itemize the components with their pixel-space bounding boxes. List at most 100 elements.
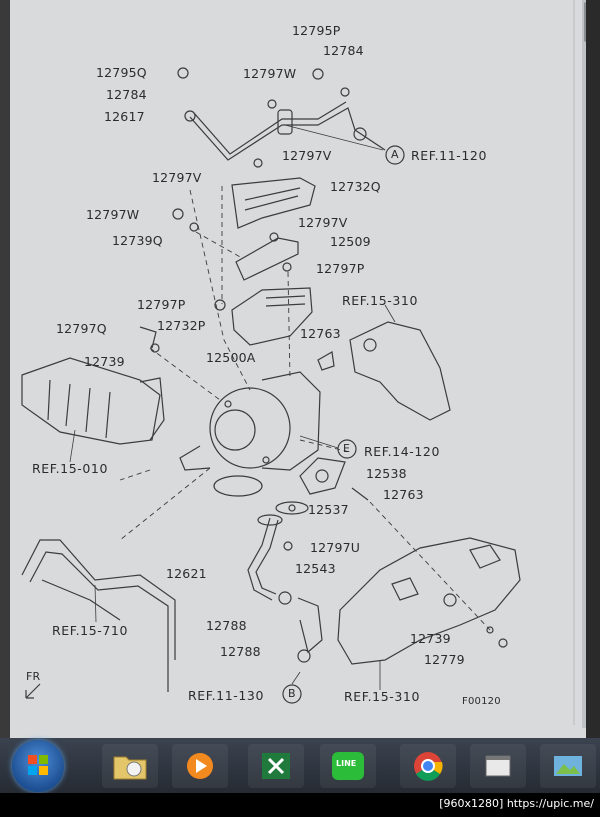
label-12621: 12621 [166, 566, 207, 581]
front-arrow-icon [25, 683, 41, 699]
taskbar-image-app[interactable] [540, 744, 596, 788]
bolt-12797V [253, 158, 263, 168]
label-12797P-b: 12797P [137, 297, 186, 312]
monitor-bezel-right [586, 0, 600, 740]
label-12797P-a: 12797P [316, 261, 365, 276]
label-12779: 12779 [424, 652, 465, 667]
turbo-bolt-2 [262, 456, 270, 464]
dash-line-5 [119, 467, 211, 541]
dash-line-4 [149, 347, 221, 401]
intake-elbow [139, 377, 165, 441]
marker-e-circle [337, 439, 357, 459]
oil-feed-pipe-inner [193, 101, 347, 155]
leader-e [299, 435, 339, 449]
intake-hose [21, 357, 161, 445]
leader-ref-010 [69, 429, 76, 463]
taskbar-window[interactable] [470, 744, 526, 788]
label-12763-b: 12763 [383, 487, 424, 502]
label-12543: 12543 [295, 561, 336, 576]
taskbar-excel[interactable] [248, 744, 304, 788]
oil-return-flange [257, 514, 283, 526]
label-12732Q: 12732Q [330, 179, 381, 194]
compressor-housing [209, 387, 291, 469]
exhaust-outlet-elbow [349, 321, 451, 421]
figure-code: F00120 [462, 696, 501, 707]
manifold-port-1 [469, 544, 501, 569]
dash-line-6 [287, 271, 291, 381]
windows-logo-icon [28, 755, 48, 775]
label-12732P: 12732P [157, 318, 206, 333]
ref-11-120[interactable]: REF.11-120 [411, 148, 488, 163]
ref-15-310-top[interactable]: REF.15-310 [342, 293, 419, 308]
stud-12763 [317, 351, 335, 371]
label-12739-left: 12739 [84, 354, 125, 369]
bolt-12797W-mid [172, 208, 184, 220]
label-12797V-b: 12797V [152, 170, 202, 185]
leader-a [284, 124, 384, 151]
window-icon [485, 755, 511, 777]
label-12739Q: 12739Q [112, 233, 163, 248]
turbo-bolt [224, 400, 232, 408]
ref-15-010[interactable]: REF.15-010 [32, 461, 109, 476]
compressor-inlet [214, 409, 256, 451]
label-12797W-mid: 12797W [86, 207, 140, 222]
chrome-icon [414, 752, 443, 781]
pipe-end [353, 127, 367, 141]
line-app-icon [332, 752, 364, 780]
image-app-icon [554, 756, 582, 776]
bolt-12797V-c [269, 232, 279, 242]
label-12795P: 12795P [292, 23, 341, 38]
oil-hose-12543 [297, 597, 323, 654]
coolant-pipe-2 [29, 551, 169, 692]
marker-e[interactable]: E [343, 442, 351, 455]
manifold-stud-hole [443, 593, 457, 607]
taskbar-line[interactable]: LINE [320, 744, 376, 788]
turbo-exploded-diagram [21, 0, 575, 725]
label-12784-left: 12784 [106, 87, 147, 102]
oil-return-pipe-outer [255, 519, 279, 595]
turbine-housing [261, 371, 321, 471]
marker-a[interactable]: A [391, 148, 399, 161]
ref-15-310-bottom[interactable]: REF.15-310 [344, 689, 421, 704]
label-12797V-a: 12797V [282, 148, 332, 163]
bolt-12797P-top [282, 262, 292, 272]
line-label: LINE [336, 759, 357, 768]
leader-ref-310-top [384, 304, 396, 323]
label-12797Q: 12797Q [56, 321, 107, 336]
coolant-pipe-1 [21, 539, 176, 660]
exhaust-manifold [337, 537, 521, 665]
start-button[interactable] [12, 740, 64, 792]
ref-11-130[interactable]: REF.11-130 [188, 688, 265, 703]
label-12797V-c: 12797V [298, 215, 348, 230]
bolt-12797W [267, 99, 277, 109]
label-12617: 12617 [104, 109, 145, 124]
gasket-12537 [275, 501, 309, 515]
label-12509: 12509 [330, 234, 371, 249]
heat-shield-upper-ribs [244, 187, 301, 211]
label-12500A: 12500A [206, 350, 256, 365]
ref-14-120[interactable]: REF.14-120 [364, 444, 441, 459]
gasket-12537-hole [288, 504, 296, 512]
media-player-icon [187, 753, 213, 779]
manifold-port-2 [391, 577, 419, 601]
oil-return-pipe [247, 517, 273, 601]
monitor-bezel-left [0, 0, 12, 740]
ref-15-710[interactable]: REF.15-710 [52, 623, 129, 638]
taskbar-explorer[interactable] [102, 744, 158, 788]
taskbar-media-player[interactable] [172, 744, 228, 788]
bolt-12797U [283, 541, 293, 551]
label-12763-a: 12763 [300, 326, 341, 341]
compressor-outlet [179, 445, 211, 471]
dash-line-8 [369, 501, 491, 631]
windows-taskbar: LINE [0, 738, 600, 793]
label-12797U: 12797U [310, 540, 361, 555]
label-12797W-top: 12797W [243, 66, 297, 81]
center-housing [213, 475, 263, 497]
excel-icon [262, 753, 290, 779]
marker-b[interactable]: B [288, 687, 296, 700]
leader-ref-710 [94, 584, 97, 623]
nut-12739 [150, 343, 160, 353]
heat-shield-upper [231, 177, 316, 229]
taskbar-chrome[interactable] [400, 744, 456, 788]
